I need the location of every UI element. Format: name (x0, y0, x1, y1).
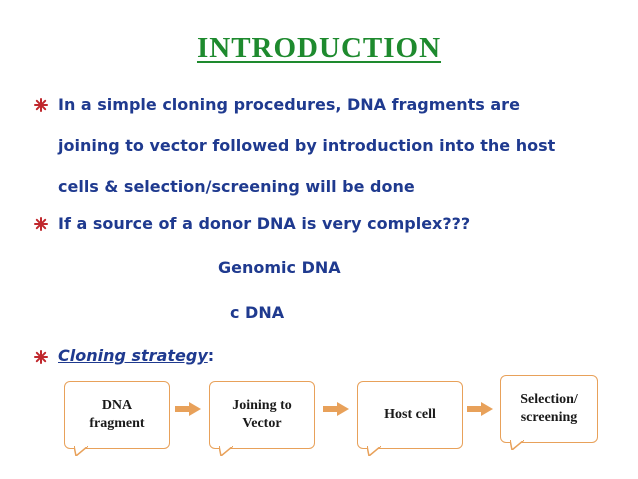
bullet-1-line-2: joining to vector followed by introducti… (58, 136, 556, 155)
flow-step-host-cell: Host cell (357, 381, 463, 449)
flow-step-1-line-2: fragment (89, 416, 145, 431)
starburst-bullet-icon (34, 350, 48, 364)
flow-step-4-line-1: Selection/ (520, 392, 578, 407)
cloning-strategy-colon: : (207, 346, 215, 365)
callout-tail-icon (367, 446, 381, 456)
flow-step-dna-fragment: DNA fragment (64, 381, 170, 449)
callout-tail-icon (510, 440, 524, 450)
starburst-bullet-icon (34, 98, 48, 112)
genomic-dna-label: Genomic DNA (218, 258, 341, 277)
flow-step-selection-screening: Selection/screening (500, 375, 598, 443)
bullet-1-line-1: In a simple cloning procedures, DNA frag… (58, 95, 520, 114)
bullet-1-line-3: cells & selection/screening will be done (58, 177, 415, 196)
cdna-label: c DNA (230, 303, 285, 322)
flow-step-1-line-1: DNA (101, 398, 133, 413)
bullet-2-line-1: If a source of a donor DNA is very compl… (58, 214, 471, 233)
right-arrow-icon (467, 402, 493, 416)
flow-step-3-label: Host cell (384, 407, 436, 422)
flow-step-2-line-2: Vector (242, 416, 282, 431)
cloning-strategy-heading: Cloning strategy: (58, 346, 214, 365)
page-title: INTRODUCTION (196, 32, 442, 64)
starburst-bullet-icon (34, 217, 48, 231)
callout-tail-icon (219, 446, 233, 456)
right-arrow-icon (323, 402, 349, 416)
flow-step-2-line-1: Joining to (232, 398, 292, 413)
callout-tail-icon (74, 446, 88, 456)
right-arrow-icon (175, 402, 201, 416)
flow-step-joining-to-vector: Joining to Vector (209, 381, 315, 449)
cloning-strategy-text: Cloning strategy (58, 346, 208, 365)
flow-step-4-line-2: screening (520, 410, 578, 425)
